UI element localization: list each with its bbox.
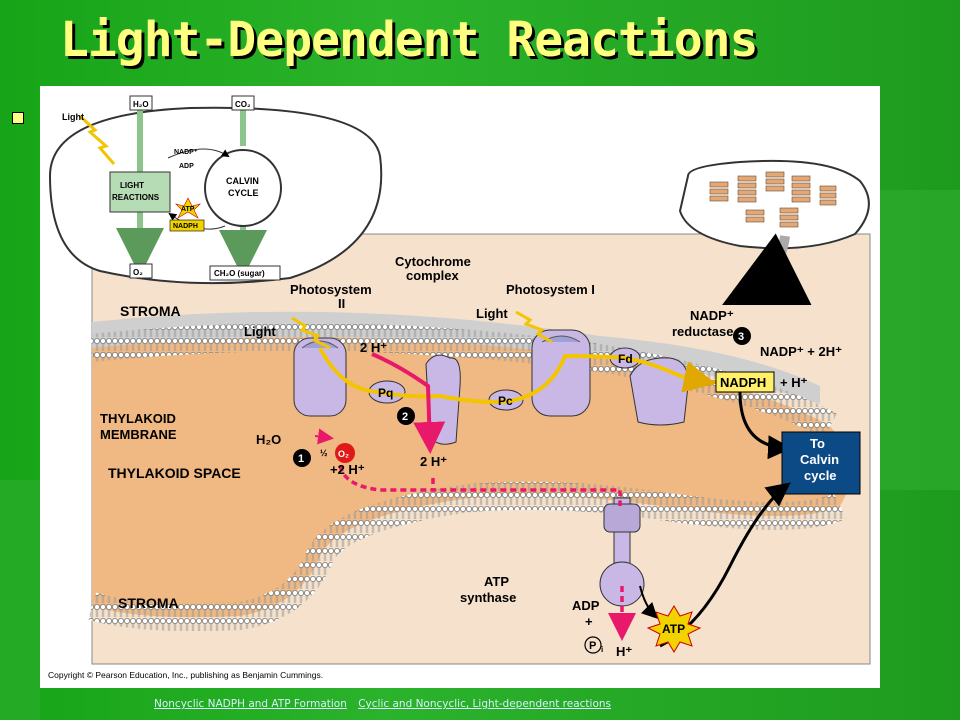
to-calvin-cycle-box bbox=[781, 431, 861, 495]
plus-h-label: + H⁺ bbox=[780, 375, 808, 390]
nadph-label: NADPH bbox=[720, 375, 766, 390]
ov-nadp: NADP⁺ bbox=[174, 149, 198, 156]
step-2-badge bbox=[397, 407, 415, 425]
thylakoid-membrane-lower bbox=[87, 481, 847, 632]
nadp-reductase-label-1: NADP⁺ bbox=[690, 308, 734, 323]
thylakoid-membrane-label-2: MEMBRANE bbox=[100, 427, 177, 442]
photosystem-ii bbox=[293, 337, 347, 417]
ov-atp: ATP bbox=[181, 206, 195, 213]
bullet-icon bbox=[12, 112, 24, 124]
ps1-label: Photosystem I bbox=[506, 282, 595, 297]
atp-synthase-label-1: ATP bbox=[484, 574, 509, 589]
water-split-arrow bbox=[314, 428, 334, 445]
cyto-label-2: complex bbox=[406, 268, 460, 283]
light-bolt-ps2 bbox=[291, 316, 331, 350]
o2-label: O₂ bbox=[338, 449, 349, 459]
o2-molecule bbox=[335, 443, 355, 463]
atp-label: ATP bbox=[662, 622, 685, 636]
thylakoid-space-label: THYLAKOID SPACE bbox=[108, 465, 241, 481]
proton-pump-arrow bbox=[371, 352, 446, 454]
diagram-svg: Light H₂O CO₂ NADP⁺ ADP LIGHT REACTIONS … bbox=[48, 95, 871, 665]
fd-label: Fd bbox=[618, 352, 633, 366]
adp-label: ADP bbox=[572, 598, 600, 613]
atp-synthase-label-2: synthase bbox=[460, 590, 516, 605]
ps2-label-2: II bbox=[338, 296, 345, 311]
ov-o2: O₂ bbox=[133, 268, 143, 277]
ov-light-reactions-2: REACTIONS bbox=[112, 193, 160, 202]
chloroplast-grana-overview bbox=[678, 159, 870, 305]
ov-sugar: CH₂O (sugar) bbox=[214, 269, 265, 278]
atp-burst bbox=[646, 605, 702, 653]
thylakoid-membrane-label-1: THYLAKOID bbox=[100, 411, 176, 426]
photosystem-i bbox=[531, 329, 591, 417]
link-bar: Noncyclic NADPH and ATP Formation Cyclic… bbox=[154, 698, 619, 716]
pi-circle bbox=[584, 636, 602, 654]
pi-label: P bbox=[589, 640, 596, 652]
to-calvin-label-1: To bbox=[810, 436, 825, 451]
step-3-badge bbox=[733, 327, 751, 345]
step-1-badge bbox=[293, 449, 311, 467]
half-label: ½ bbox=[320, 448, 328, 458]
atp-synthase bbox=[599, 497, 645, 607]
ps2-label-1: Photosystem bbox=[290, 282, 372, 297]
pi-subscript: i bbox=[601, 645, 603, 654]
plus-2h-label: +2 H⁺ bbox=[330, 462, 365, 477]
link-noncyclic[interactable]: Noncyclic NADPH and ATP Formation bbox=[154, 698, 347, 710]
electron-transport-path bbox=[318, 347, 716, 404]
step-1-number: 1 bbox=[298, 453, 304, 465]
stroma-label-top: STROMA bbox=[120, 303, 181, 319]
slide-title: Light-Dependent Reactions bbox=[60, 12, 758, 68]
ov-co2: CO₂ bbox=[235, 100, 251, 109]
to-calvin-label-2: Calvin bbox=[800, 452, 839, 467]
light-label-right: Light bbox=[476, 306, 508, 321]
pq-label: Pq bbox=[378, 386, 393, 400]
plus-label: + bbox=[585, 614, 593, 629]
nadp-reductase-label-2: reductase bbox=[672, 324, 733, 339]
ov-calvin-1: CALVIN bbox=[226, 176, 259, 186]
light-label-left: Light bbox=[244, 324, 276, 339]
cyto-label-1: Cytochrome bbox=[395, 254, 471, 269]
to-calvin-label-3: cycle bbox=[804, 468, 837, 483]
chloroplast-overview bbox=[48, 95, 383, 285]
proton-flow-dashed bbox=[338, 465, 622, 506]
two-h-top-label: 2 H⁺ bbox=[360, 340, 387, 355]
h-bottom-label: H⁺ bbox=[616, 644, 632, 659]
pc-label: Pc bbox=[498, 394, 513, 408]
nadp-plus-2h-label: NADP⁺ + 2H⁺ bbox=[760, 344, 842, 359]
copyright-notice: Copyright © Pearson Education, Inc., pub… bbox=[48, 670, 324, 680]
ov-calvin-2: CYCLE bbox=[228, 188, 259, 198]
step-2-number: 2 bbox=[402, 411, 408, 423]
ov-nadph: NADPH bbox=[173, 223, 198, 230]
background-stripe bbox=[0, 480, 40, 720]
light-bolt-ps1 bbox=[515, 310, 553, 344]
light-reactions-diagram: Light H₂O CO₂ NADP⁺ ADP LIGHT REACTIONS … bbox=[40, 86, 880, 688]
link-cyclic-noncyclic[interactable]: Cyclic and Noncyclic, Light-dependent re… bbox=[358, 698, 612, 710]
stroma-label-bottom: STROMA bbox=[118, 595, 179, 611]
h2o-label: H₂O bbox=[256, 432, 281, 447]
ov-light-reactions-1: LIGHT bbox=[120, 181, 144, 190]
ov-h2o: H₂O bbox=[133, 100, 149, 109]
ov-light: Light bbox=[62, 112, 84, 122]
nadph-to-calvin-arrow bbox=[738, 391, 792, 460]
step-3-number: 3 bbox=[738, 331, 744, 343]
nadph-box bbox=[715, 371, 775, 393]
ov-adp: ADP bbox=[179, 163, 194, 170]
background-stripe bbox=[880, 190, 960, 490]
two-h-mid-label: 2 H⁺ bbox=[420, 454, 447, 469]
